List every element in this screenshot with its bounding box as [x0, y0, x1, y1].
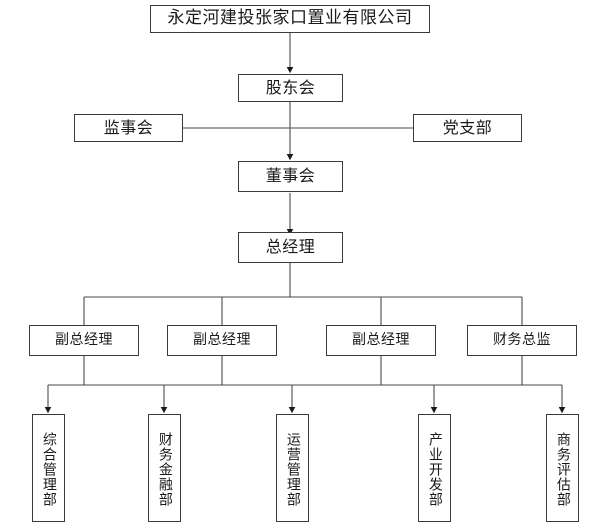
node-general-manager-label: 总经理 [265, 237, 316, 257]
node-dept-operations-label: 运营管理部 [284, 432, 301, 507]
node-dept-general-admin-label: 综合管理部 [40, 432, 57, 507]
node-cfo[interactable]: 财务总监 [467, 325, 577, 356]
node-board-label: 董事会 [265, 166, 316, 186]
node-shareholders-label: 股东会 [265, 77, 316, 97]
node-deputy-gm-2[interactable]: 副总经理 [167, 325, 277, 356]
node-company[interactable]: 永定河建投张家口置业有限公司 [150, 5, 430, 33]
node-dept-industry-dev[interactable]: 产业开发部 [418, 414, 451, 522]
node-dept-operations[interactable]: 运营管理部 [276, 414, 309, 522]
node-deputy-gm-3-label: 副总经理 [352, 332, 410, 349]
node-board[interactable]: 董事会 [238, 161, 343, 192]
node-dept-industry-dev-label: 产业开发部 [426, 432, 443, 507]
node-dept-business-eval-label: 商务评估部 [554, 432, 571, 507]
node-deputy-gm-2-label: 副总经理 [193, 332, 251, 349]
node-supervisors[interactable]: 监事会 [74, 114, 183, 142]
node-dept-general-admin[interactable]: 综合管理部 [32, 414, 65, 522]
node-party-branch-label: 党支部 [442, 117, 493, 137]
node-company-label: 永定河建投张家口置业有限公司 [167, 8, 413, 29]
node-deputy-gm-3[interactable]: 副总经理 [326, 325, 436, 356]
node-party-branch[interactable]: 党支部 [413, 114, 522, 142]
node-cfo-label: 财务总监 [493, 332, 551, 349]
node-dept-finance-label: 财务金融部 [156, 432, 173, 507]
node-dept-business-eval[interactable]: 商务评估部 [546, 414, 579, 522]
node-supervisors-label: 监事会 [103, 117, 154, 137]
node-shareholders[interactable]: 股东会 [238, 74, 343, 102]
node-deputy-gm-1[interactable]: 副总经理 [29, 325, 139, 356]
node-general-manager[interactable]: 总经理 [238, 232, 343, 263]
node-dept-finance[interactable]: 财务金融部 [148, 414, 181, 522]
node-deputy-gm-1-label: 副总经理 [55, 332, 113, 349]
